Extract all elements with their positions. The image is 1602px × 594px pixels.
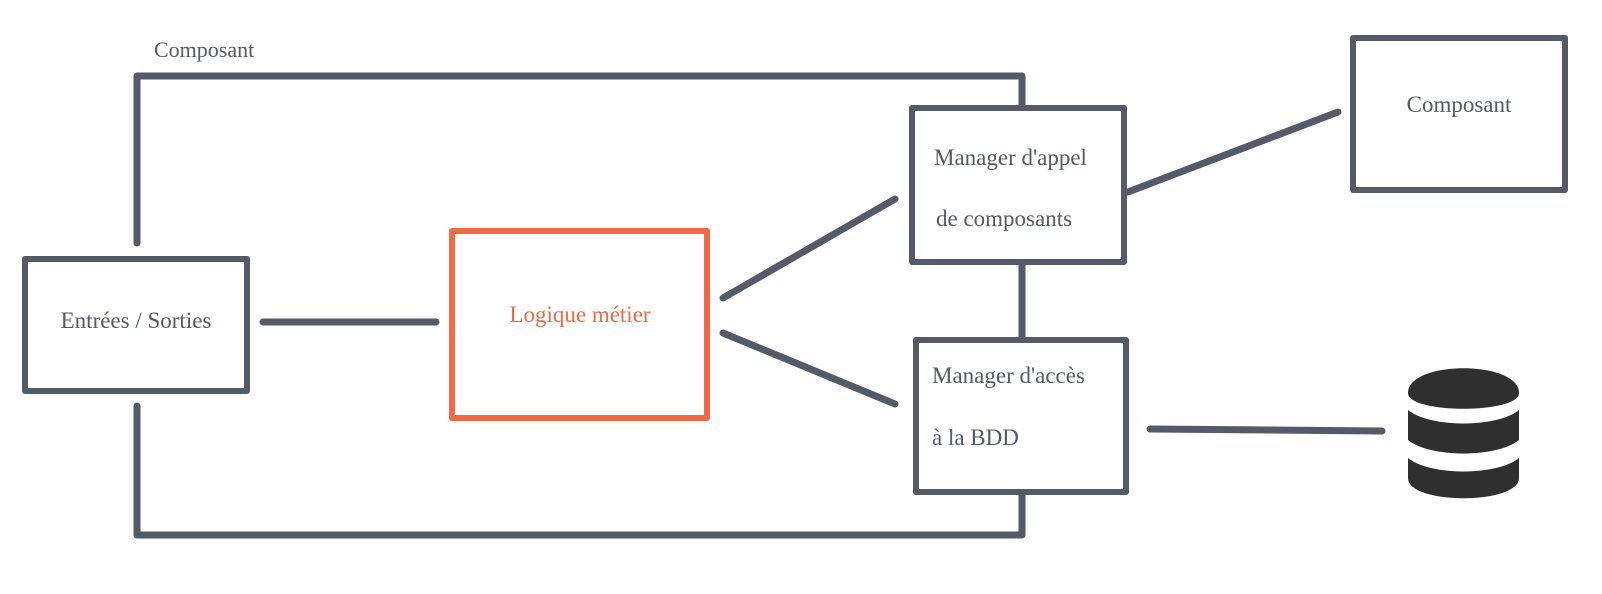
database-icon-top bbox=[1408, 368, 1519, 409]
call-manager-box-frame bbox=[909, 105, 1127, 265]
db-manager-label-line1: Manager d'accès bbox=[932, 363, 1085, 388]
io-box-frame bbox=[22, 256, 250, 394]
database-icon-middle bbox=[1408, 410, 1519, 454]
db-manager-label-line2: à la BDD bbox=[932, 425, 1019, 450]
io-box: Entrées / Sorties bbox=[22, 256, 250, 394]
logic-box-frame bbox=[449, 228, 710, 421]
call-manager-label-line1: Manager d'appel bbox=[934, 145, 1087, 170]
call-manager-label-line2: de composants bbox=[936, 206, 1072, 231]
io-box-label: Entrées / Sorties bbox=[61, 308, 212, 333]
connector-logic-call-manager bbox=[719, 195, 899, 302]
logic-box-label: Logique métier bbox=[509, 302, 650, 327]
connector-db-manager-database bbox=[1146, 425, 1386, 435]
database-icon bbox=[1408, 368, 1519, 499]
database-icon-bottom bbox=[1408, 458, 1519, 499]
outer-component-frame bbox=[133, 72, 1026, 539]
external-component-box: Composant bbox=[1350, 35, 1568, 193]
outer-frame-bottom bbox=[133, 402, 1026, 539]
call-manager-box: Manager d'appel de composants bbox=[909, 105, 1127, 265]
connector-logic-db-manager bbox=[719, 329, 899, 408]
external-component-box-frame bbox=[1350, 35, 1568, 193]
db-manager-box-frame bbox=[913, 337, 1129, 495]
outer-component-label: Composant bbox=[154, 37, 254, 62]
external-component-label: Composant bbox=[1407, 92, 1512, 117]
connector-call-manager-component bbox=[1124, 108, 1342, 196]
logic-box: Logique métier bbox=[449, 228, 710, 421]
db-manager-box: Manager d'accès à la BDD bbox=[913, 337, 1129, 495]
outer-frame-top bbox=[133, 72, 1026, 247]
